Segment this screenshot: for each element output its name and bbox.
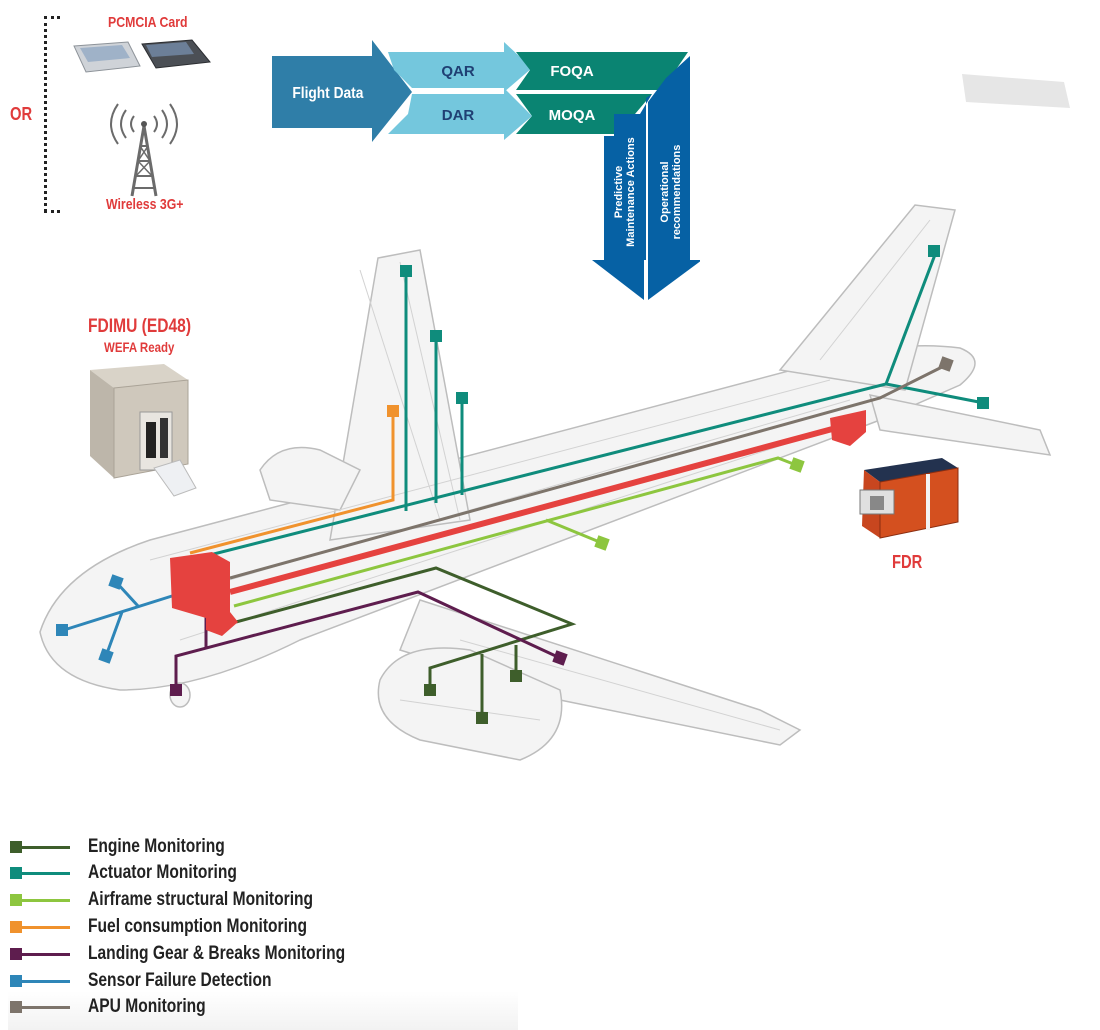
legend-line — [22, 845, 70, 849]
legend-label: Landing Gear & Breaks Monitoring — [88, 943, 346, 964]
legend-item-actuator: Actuator Monitoring — [8, 862, 270, 884]
operational-recommendations-arrow — [648, 56, 700, 300]
fdr-device-icon — [859, 458, 959, 539]
landing-gear-sensor-node — [552, 650, 568, 666]
wireless-label: Wireless 3G+ — [106, 196, 184, 213]
or-bracket-top — [44, 16, 60, 19]
pcmcia-label: PCMCIA Card — [108, 14, 188, 31]
apu-sensor-node — [938, 356, 954, 372]
legend-swatch — [10, 894, 22, 906]
actuator-sensor-node — [928, 245, 940, 257]
fdimu-device-icon — [90, 364, 197, 497]
aircraft-diagram — [39, 204, 1052, 761]
fuel-monitoring-wiring — [189, 412, 395, 555]
legend-swatch — [10, 867, 22, 879]
legend-swatch — [10, 1001, 22, 1013]
or-bracket-bottom — [44, 210, 60, 213]
aircraft-outline — [39, 204, 1052, 761]
foqa-block — [516, 52, 688, 90]
fuel-sensor-node — [387, 405, 399, 417]
legend-item-engine: Engine Monitoring — [8, 836, 255, 858]
legend-line — [22, 925, 70, 929]
legend-label: Airframe structural Monitoring — [88, 889, 314, 910]
legend-label: Actuator Monitoring — [88, 862, 237, 883]
legend-line — [22, 979, 70, 983]
airframe-sensor-node — [789, 457, 805, 473]
fdimu-subtitle: WEFA Ready — [104, 339, 175, 355]
actuator-monitoring-wiring — [189, 251, 985, 562]
qar-arrow — [388, 42, 532, 92]
tail-recorder-unit — [830, 410, 866, 446]
dar-arrow — [388, 88, 532, 140]
legend-line — [22, 898, 70, 902]
legend-swatch — [10, 975, 22, 987]
actuator-sensor-node — [456, 392, 468, 404]
operational-line1: Operational — [659, 161, 671, 222]
fdimu-title: FDIMU (ED48) — [88, 316, 192, 337]
legend-item-airframe: Airframe structural Monitoring — [8, 889, 362, 911]
wireless-tower-icon — [110, 103, 178, 197]
legend-item-landing-gear: Landing Gear & Breaks Monitoring — [8, 943, 402, 965]
engine-sensor-node — [510, 670, 522, 682]
legend-line — [22, 871, 70, 875]
legend: Engine Monitoring Actuator Monitoring Ai… — [8, 836, 518, 1030]
foqa-label: FOQA — [550, 63, 593, 80]
legend-swatch — [10, 921, 22, 933]
recorder-link — [229, 425, 837, 595]
legend-item-sensor-failure: Sensor Failure Detection — [8, 970, 312, 992]
actuator-sensor-node — [430, 330, 442, 342]
moqa-label: MOQA — [549, 107, 596, 124]
legend-label: Sensor Failure Detection — [88, 970, 272, 991]
legend-line — [22, 1005, 70, 1009]
airframe-monitoring-wiring — [233, 456, 797, 608]
data-flow-diagram: Flight Data QAR DAR FOQA MOQA Predictive… — [272, 40, 700, 300]
decorative-panel — [962, 74, 1070, 108]
legend-swatch — [10, 841, 22, 853]
predictive-line1: Predictive — [613, 166, 625, 219]
legend-label: Engine Monitoring — [88, 836, 225, 857]
legend-label: APU Monitoring — [88, 996, 206, 1017]
or-bracket — [44, 16, 47, 212]
legend-item-apu: APU Monitoring — [8, 996, 232, 1018]
flight-data-label: Flight Data — [292, 84, 364, 102]
legend-line — [22, 952, 70, 956]
actuator-sensor-node — [400, 265, 412, 277]
legend-label: Fuel consumption Monitoring — [88, 916, 307, 937]
sensor-failure-node — [98, 648, 114, 664]
or-label: OR — [10, 104, 33, 124]
legend-item-fuel: Fuel consumption Monitoring — [8, 916, 355, 938]
fdimu-unit-in-aircraft — [170, 552, 238, 636]
predictive-maintenance-arrow — [592, 94, 652, 300]
flight-data-arrow — [272, 40, 412, 142]
fdr-label: FDR — [892, 552, 923, 572]
engine-sensor-node — [424, 684, 436, 696]
landing-gear-sensor-node — [170, 684, 182, 696]
operational-line2: recommendations — [671, 145, 683, 240]
airframe-sensor-node — [594, 535, 610, 551]
pcmcia-card-icon — [73, 39, 211, 73]
apu-monitoring-wiring — [229, 363, 947, 580]
dar-label: DAR — [442, 107, 475, 124]
source-icons — [73, 39, 211, 197]
qar-label: QAR — [441, 63, 475, 80]
predictive-line2: Maintenance Actions — [625, 137, 637, 247]
engine-sensor-node — [476, 712, 488, 724]
actuator-sensor-node — [977, 397, 989, 409]
sensor-failure-node — [56, 624, 68, 636]
sensor-failure-node — [108, 574, 124, 590]
legend-swatch — [10, 948, 22, 960]
